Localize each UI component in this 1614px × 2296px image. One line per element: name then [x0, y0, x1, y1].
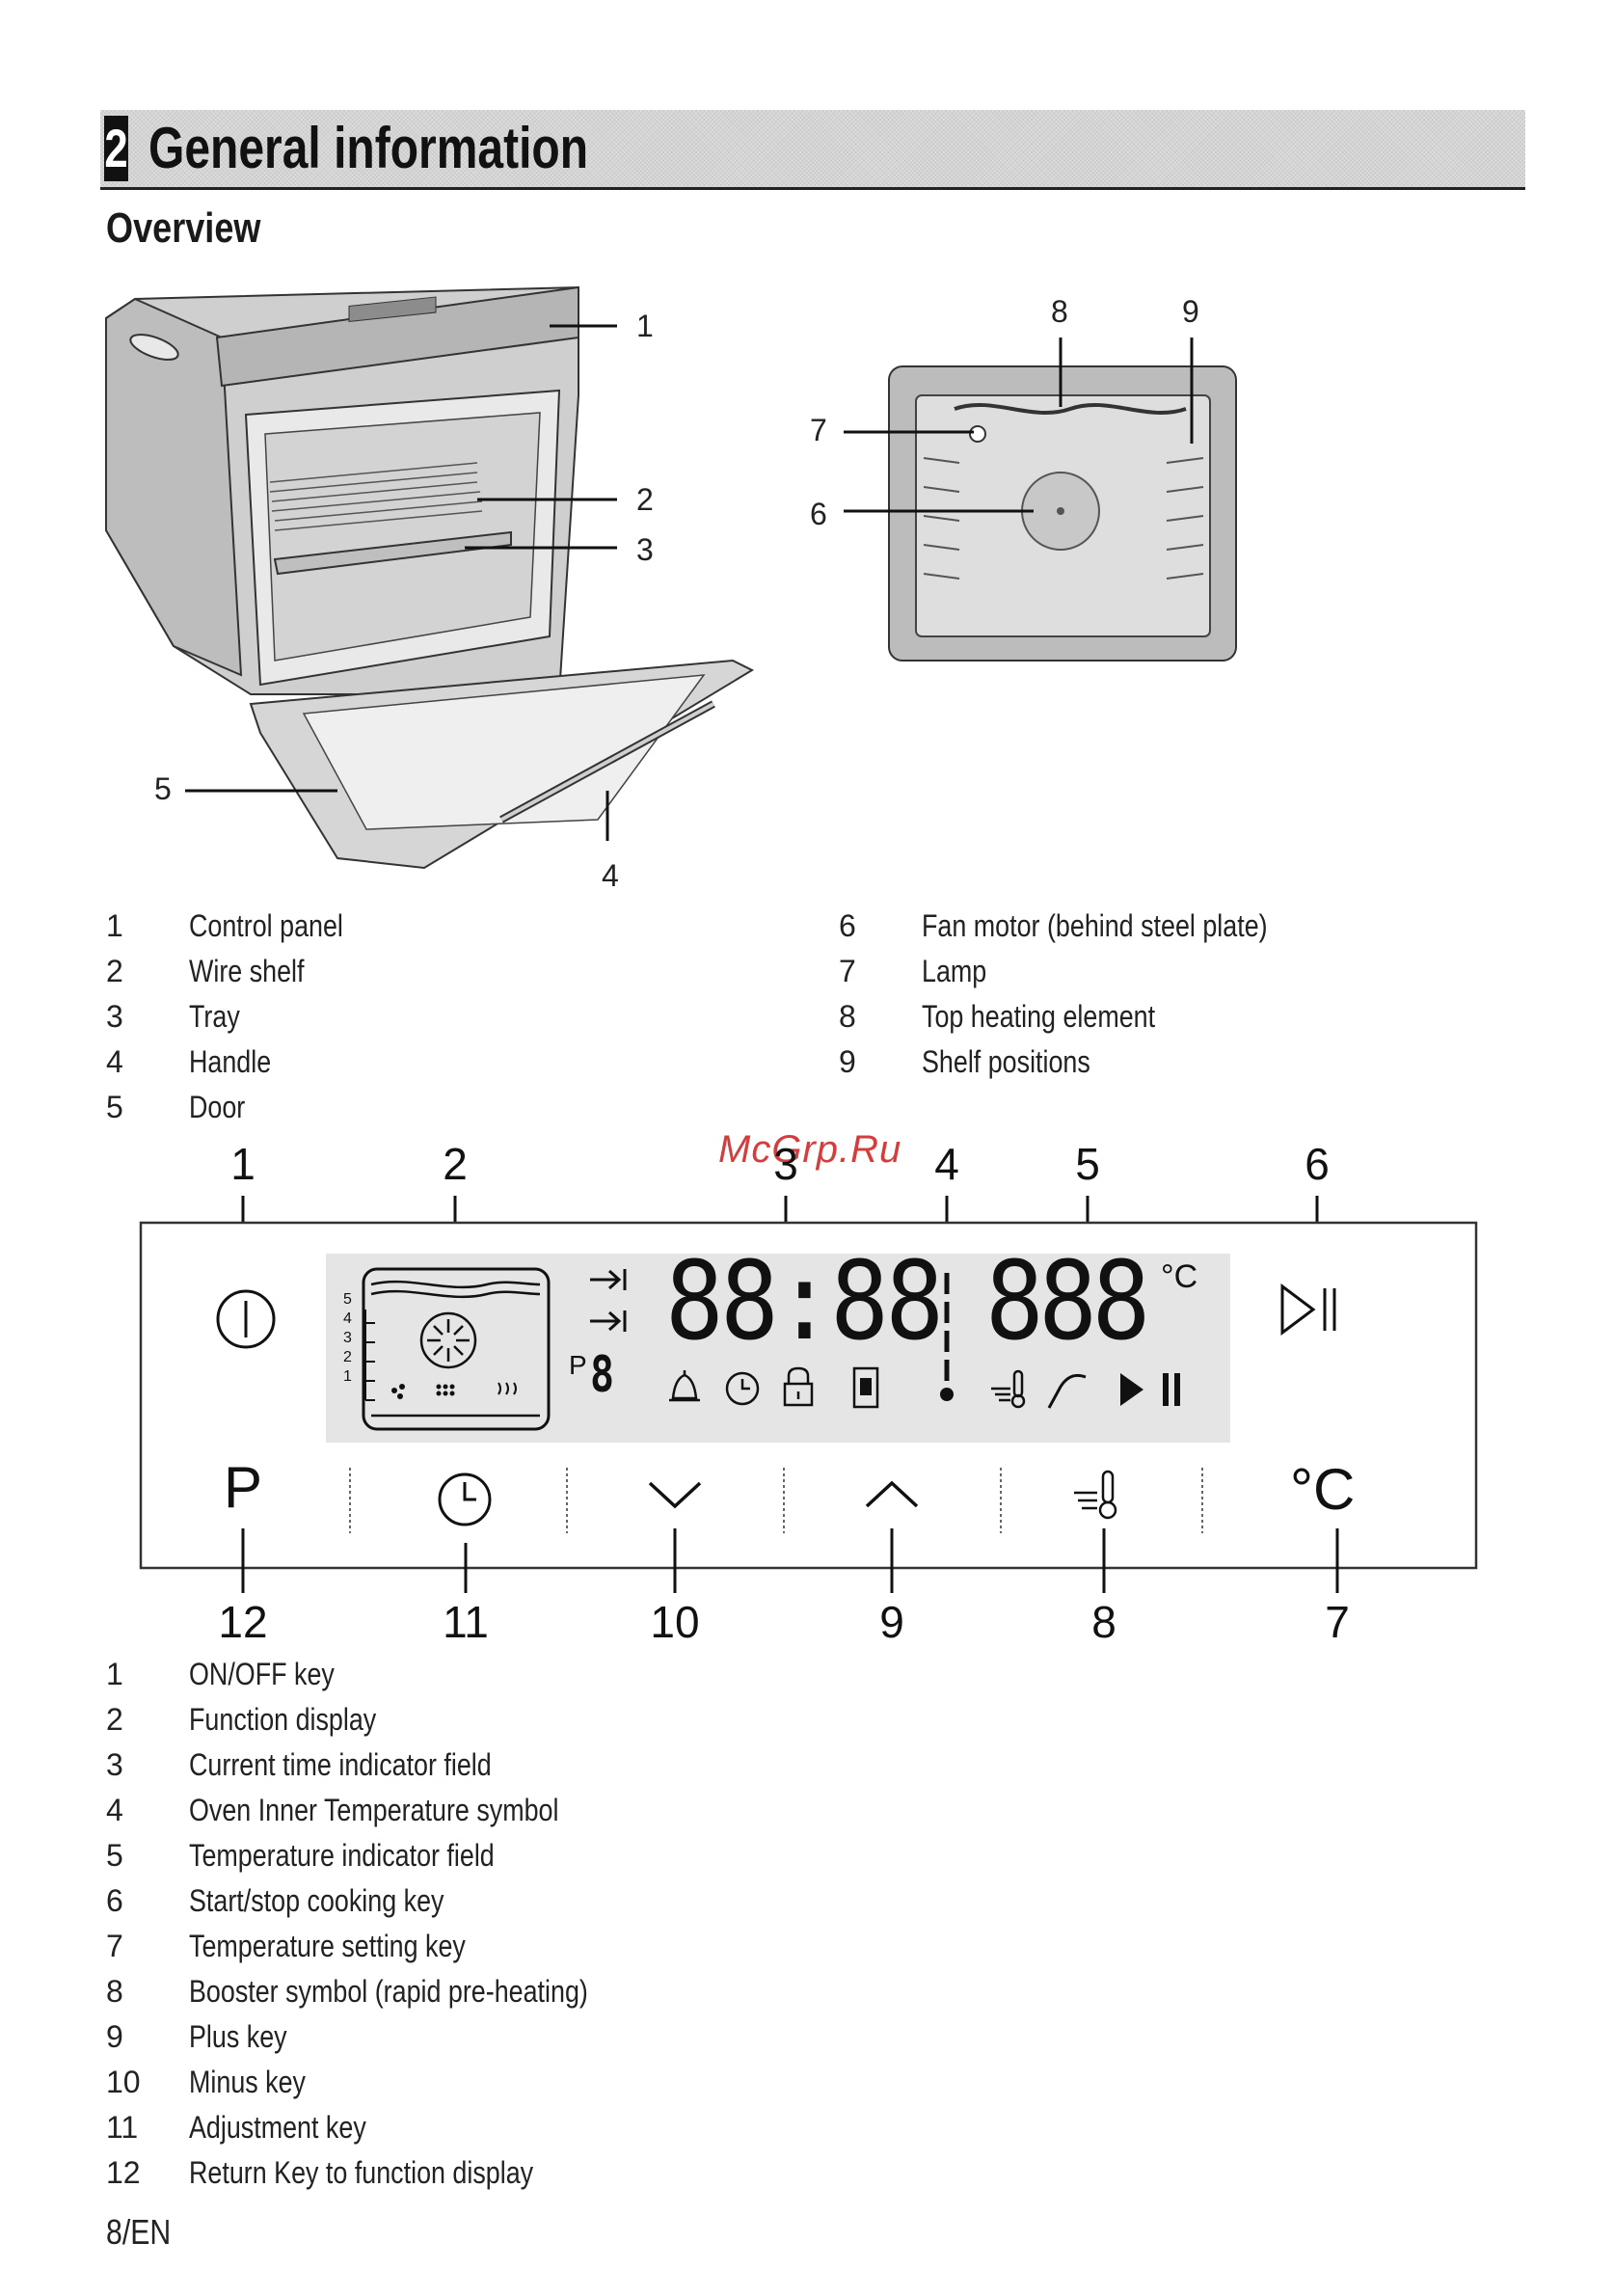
plus-key-chevron-up-icon[interactable] [861, 1475, 923, 1514]
callout-2: 2 [636, 482, 654, 517]
oven-interior-illustration [844, 338, 1237, 662]
panel-number-12: 12 [218, 1597, 268, 1647]
end-time-icon [590, 1310, 627, 1332]
return-key[interactable]: P [224, 1455, 263, 1520]
booster-icon [991, 1369, 1026, 1409]
booster-key-icon[interactable] [1070, 1466, 1128, 1524]
callout-6: 6 [810, 497, 827, 531]
callout-5: 5 [154, 771, 172, 806]
oven-illustration [105, 285, 755, 870]
temperature-display: 888 [985, 1239, 1150, 1364]
duration-icon [590, 1269, 627, 1290]
panel-number-8: 8 [1091, 1597, 1116, 1647]
callout-8: 8 [1051, 294, 1068, 329]
callout-1: 1 [636, 309, 654, 343]
clock-icon [725, 1371, 760, 1406]
chapter-number: 2 [104, 116, 128, 181]
time-display: 88:88 [665, 1239, 944, 1364]
panel-number-10: 10 [650, 1597, 700, 1647]
chapter-header: 2 General information [100, 110, 1525, 190]
adjustment-key-clock-icon[interactable] [436, 1471, 494, 1528]
temperature-setting-key[interactable]: °C [1290, 1457, 1356, 1522]
watermark: McGrp.Ru [718, 1128, 902, 1171]
chapter-title: General information [148, 116, 589, 180]
door-lock-icon [852, 1366, 879, 1409]
callout-3: 3 [636, 532, 654, 567]
oven-inner-temperature-icon [940, 1273, 954, 1401]
callout-4: 4 [602, 858, 619, 893]
play-icon [1120, 1373, 1143, 1406]
lock-icon [783, 1366, 814, 1407]
panel-number-5: 5 [1075, 1139, 1100, 1189]
panel-number-9: 9 [879, 1597, 904, 1647]
function-display [362, 1267, 551, 1431]
program-digit: 8 [590, 1346, 615, 1404]
callout-9: 9 [1182, 294, 1199, 329]
panel-number-11: 11 [443, 1597, 489, 1647]
on-off-key-icon[interactable] [214, 1287, 278, 1351]
panel-number-7: 7 [1325, 1597, 1350, 1647]
panel-number-3: 3 [773, 1139, 798, 1189]
panel-number-1: 1 [230, 1139, 256, 1189]
pause-icon [1163, 1373, 1180, 1406]
page-number: 8/EN [106, 2212, 172, 2252]
callout-7: 7 [810, 413, 827, 447]
temperature-unit: °C [1161, 1258, 1198, 1295]
program-prefix: P [569, 1350, 587, 1380]
panel-number-4: 4 [934, 1139, 959, 1189]
start-stop-key-icon[interactable] [1277, 1283, 1344, 1337]
panel-number-2: 2 [443, 1139, 468, 1189]
section-title: Overview [106, 204, 261, 252]
bell-icon [669, 1370, 700, 1402]
meat-probe-icon [1047, 1373, 1087, 1409]
panel-number-6: 6 [1305, 1139, 1330, 1189]
minus-key-chevron-down-icon[interactable] [644, 1475, 706, 1514]
